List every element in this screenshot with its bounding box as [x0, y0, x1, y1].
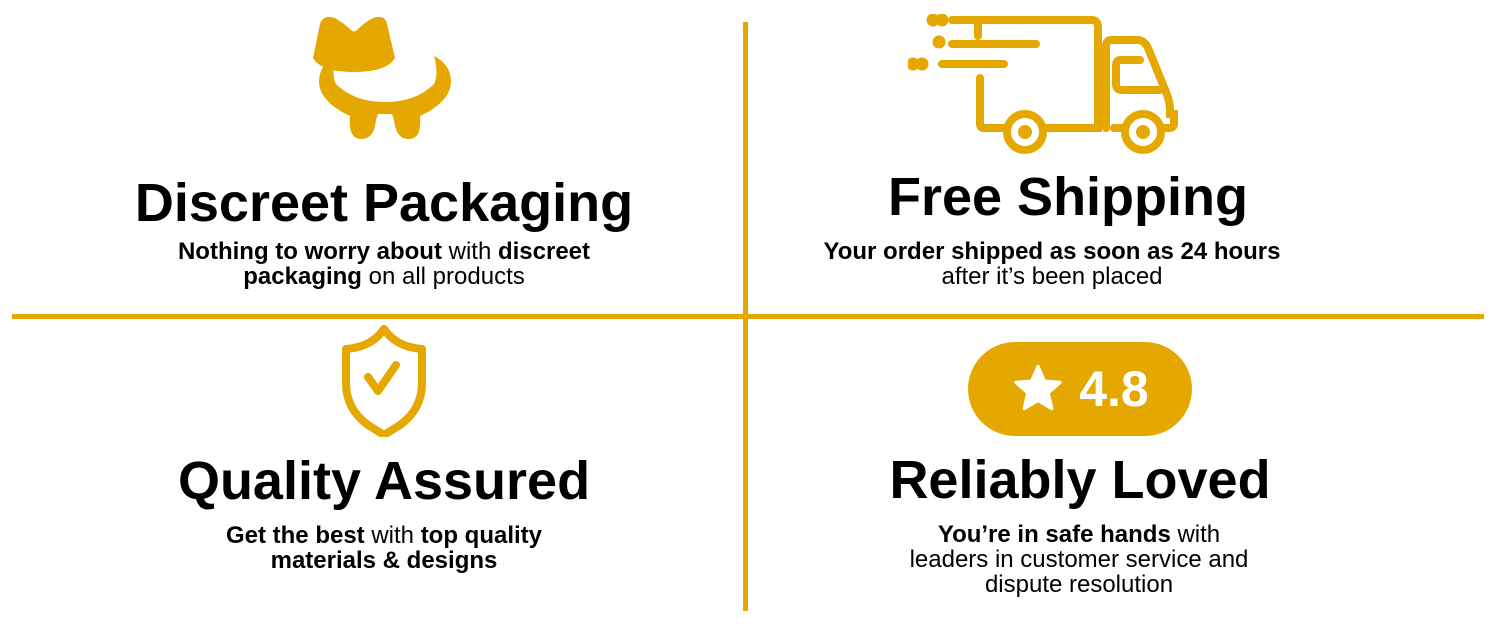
feature-title: Reliably Loved [889, 450, 1271, 510]
horizontal-divider [12, 314, 1484, 319]
star-icon [1014, 364, 1062, 411]
subtitle-text: with leaders in customer service and dis… [909, 521, 1249, 598]
rating-badge: 4.8 [968, 342, 1192, 436]
subtitle-bold: Nothing to worry about [177, 238, 442, 265]
subtitle-bold: Get the best [225, 522, 365, 549]
subtitle-text: after it’s been placed [941, 263, 1163, 290]
subtitle-text: with [441, 238, 498, 265]
feature-title: Quality Assured [177, 451, 591, 511]
feature-title: Free Shipping [887, 167, 1249, 227]
subtitle-bold: You’re in safe hands [937, 521, 1171, 548]
subtitle-bold: top quality materials & designs [270, 522, 543, 574]
subtitle-text: on all products [361, 263, 525, 290]
subtitle-text: with [364, 522, 421, 549]
feature-title: Discreet Packaging [134, 173, 634, 233]
shield-check-icon [342, 325, 426, 437]
spy-hat-icon [313, 16, 452, 140]
subtitle-bold: discreet packaging [243, 238, 591, 290]
subtitle-bold: Your order shipped as soon as 24 hours [823, 238, 1281, 265]
feature-subtitle: You’re in safe hands with leaders in cus… [904, 522, 1254, 597]
feature-subtitle: Nothing to worry about with discreet pac… [134, 239, 634, 289]
rating-value: 4.8 [1079, 361, 1149, 417]
feature-subtitle: Get the best with top quality materials … [184, 523, 584, 573]
delivery-truck-icon [908, 14, 1178, 154]
